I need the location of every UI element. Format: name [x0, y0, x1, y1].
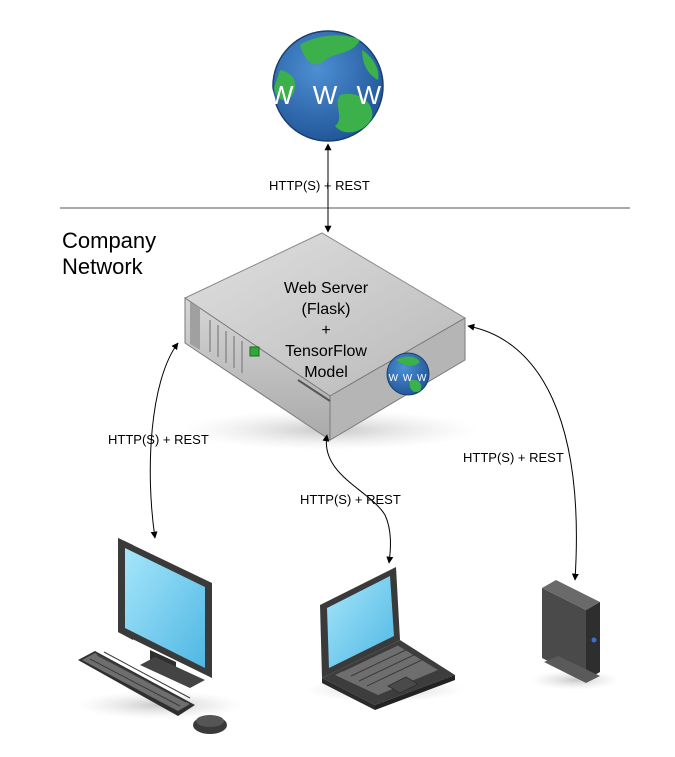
server-label-line-1: Web Server	[283, 280, 369, 297]
server-icon	[180, 232, 480, 450]
server-label-line-2: (Flask)	[301, 301, 351, 318]
tower-device-icon	[530, 580, 620, 690]
server-badge-text: W W W	[389, 373, 428, 384]
server-label-line-5: Model	[304, 364, 348, 381]
label-device-connection: HTTP(S) + REST	[463, 450, 564, 465]
connector-device	[467, 323, 579, 581]
label-laptop-connection: HTTP(S) + REST	[300, 492, 401, 507]
server-power-led	[249, 346, 260, 357]
zone-label-line-2: Network	[62, 254, 143, 279]
zone-label-line-1: Company	[62, 228, 157, 253]
label-desktop-connection: HTTP(S) + REST	[108, 432, 209, 447]
server-label-line-3: +	[321, 322, 331, 339]
globe-text: W W W	[269, 80, 387, 110]
server-label: Web Server (Flask) + TensorFlow Model	[251, 278, 401, 383]
server-badge-globe-icon	[386, 352, 430, 396]
globe-icon	[272, 30, 384, 142]
server-label-line-4: TensorFlow	[285, 343, 367, 360]
connector-desktop	[149, 342, 179, 539]
zone-label-company-network: Company Network	[62, 228, 156, 280]
connector-laptop	[322, 434, 394, 564]
label-internet-connection: HTTP(S) + REST	[269, 178, 370, 193]
laptop-icon	[305, 567, 465, 710]
desktop-computer-icon	[75, 538, 245, 734]
